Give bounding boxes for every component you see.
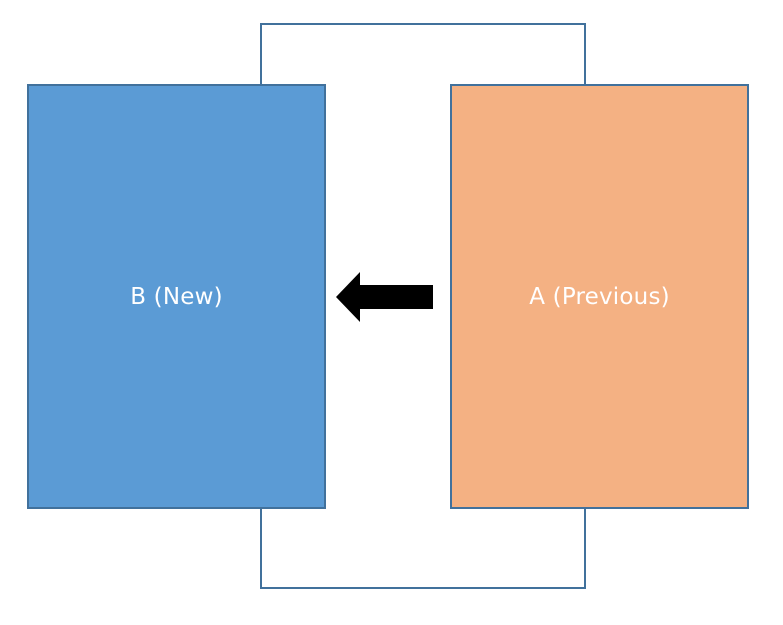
arrow-shape xyxy=(336,272,433,322)
previous-box: A (Previous) xyxy=(450,84,749,509)
new-box: B (New) xyxy=(27,84,326,509)
previous-box-label: A (Previous) xyxy=(529,283,670,310)
left-arrow-icon xyxy=(336,272,433,322)
top-connector-line xyxy=(260,23,586,85)
bottom-connector-line xyxy=(260,508,586,589)
new-box-label: B (New) xyxy=(130,283,223,310)
